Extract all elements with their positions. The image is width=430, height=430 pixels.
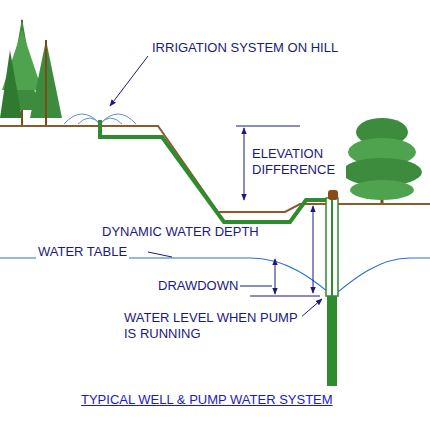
elevation-dimension [244, 128, 245, 200]
leader-line [300, 299, 322, 318]
tree-right [342, 118, 422, 205]
diagram-title: TYPICAL WELL & PUMP WATER SYSTEM [81, 392, 333, 407]
leader-line [110, 56, 148, 106]
water-table-line [0, 258, 430, 296]
dimension-label: ELEVATION DIFFERENCE [250, 146, 346, 178]
tree-left [0, 18, 62, 126]
pipe-inner [331, 200, 333, 296]
dimension-tick [236, 126, 300, 127]
well-casing [326, 198, 338, 296]
callout-label: IRRIGATION SYSTEM ON HILL [150, 40, 340, 56]
dimension-label: DRAWDOWN [156, 278, 240, 294]
dimension-label: DYNAMIC WATER DEPTH [100, 224, 261, 240]
ground-line [0, 126, 430, 212]
leader-line [148, 252, 172, 257]
pump-head [328, 190, 338, 200]
dimension-tick [250, 296, 320, 297]
callout-label: WATER LEVEL WHEN PUMP IS RUNNING [122, 310, 302, 342]
callout-label: WATER TABLE [36, 244, 129, 260]
depth-dimension [313, 206, 314, 293]
drawdown-dimension [275, 259, 276, 294]
drop-pipe [327, 296, 337, 386]
leader-line [236, 286, 272, 287]
